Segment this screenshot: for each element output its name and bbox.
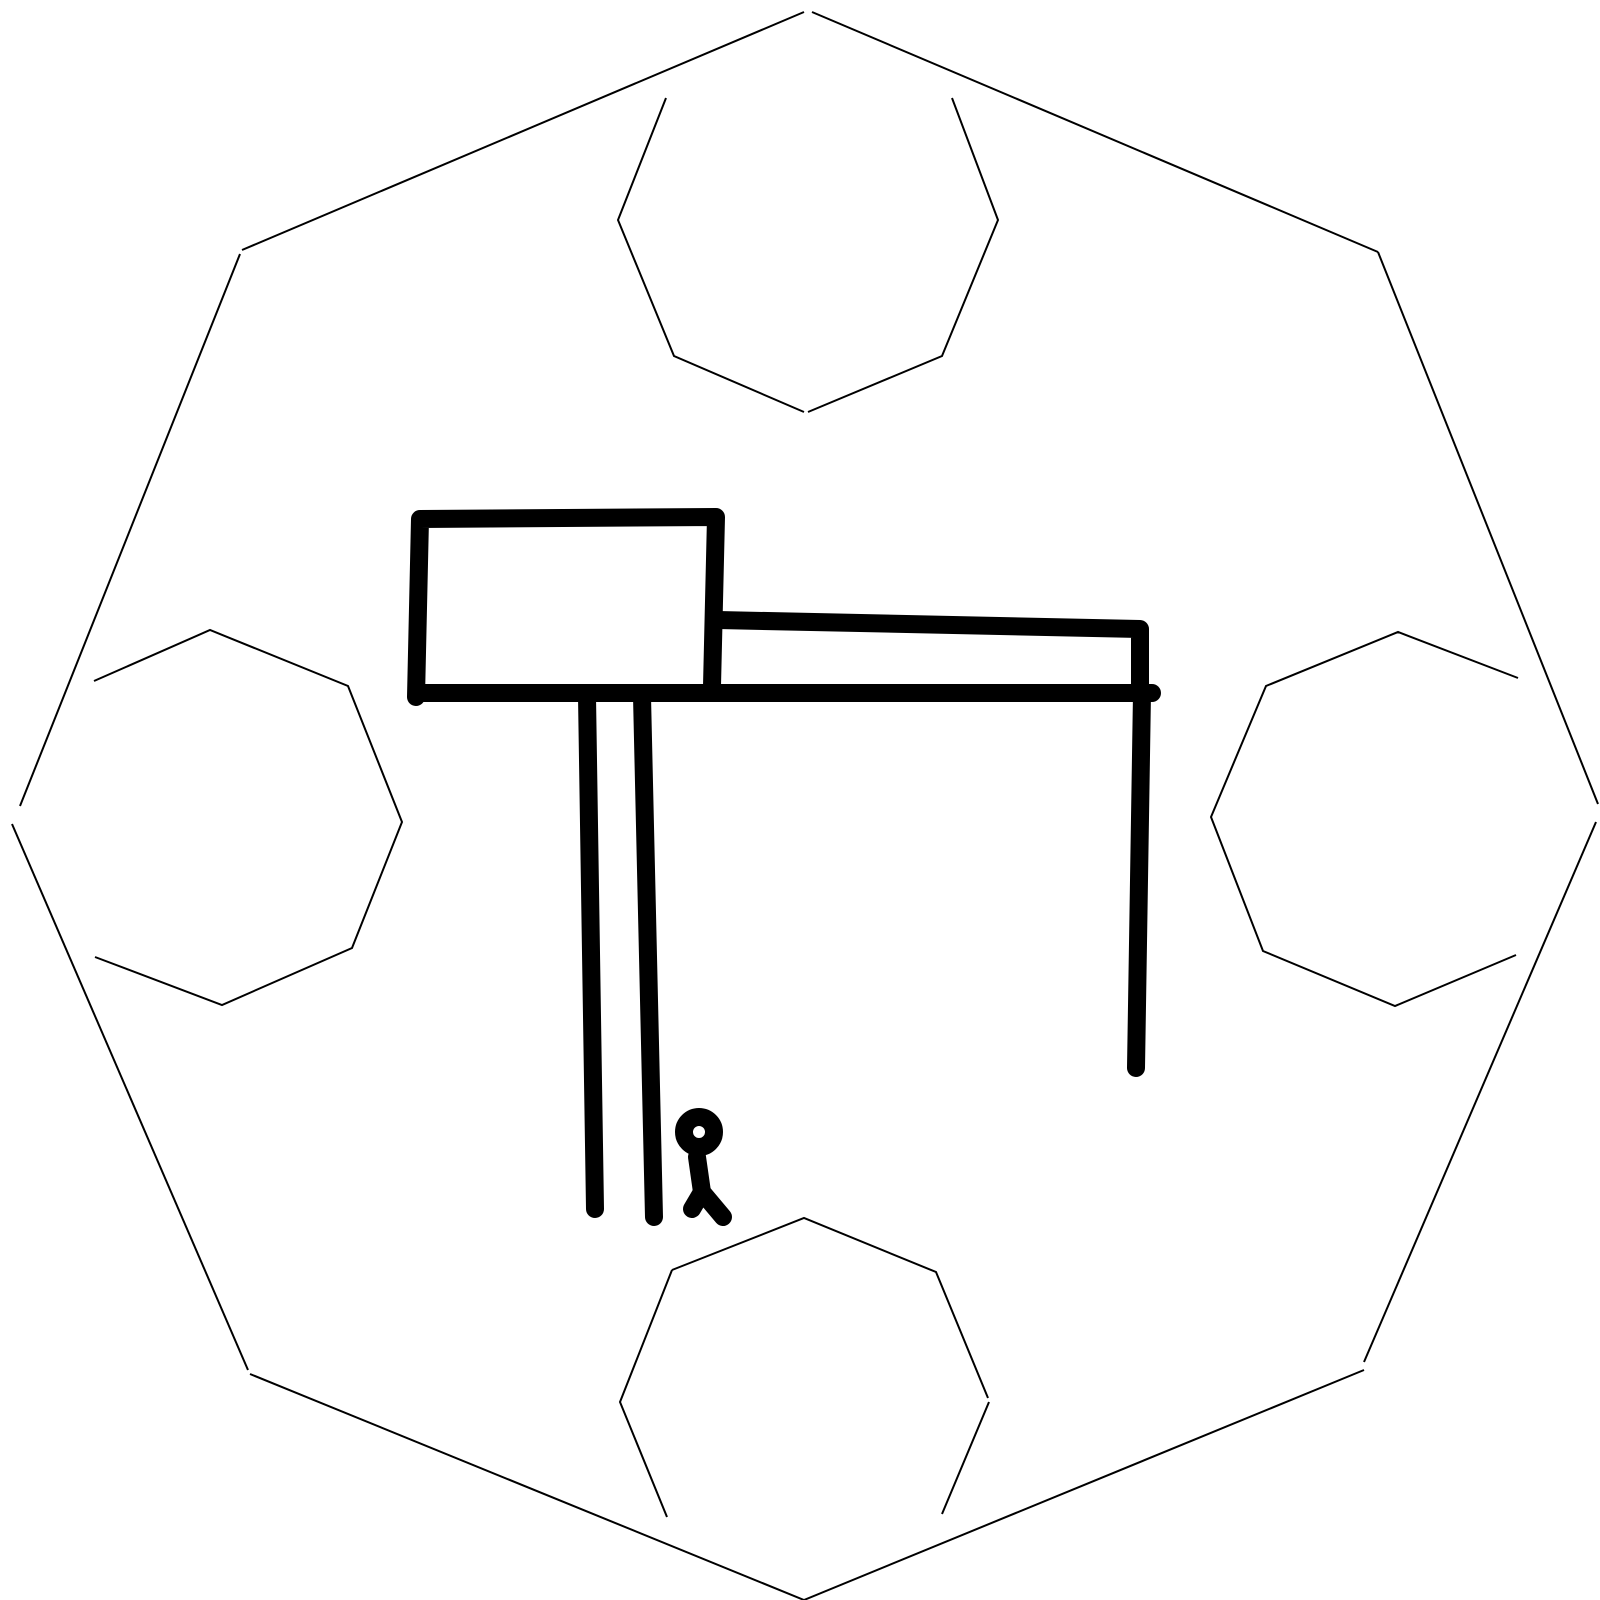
- upper-octagon: [616, 97, 1000, 413]
- stick-figure-head: [675, 1108, 723, 1156]
- outer-decagon-edge: [11, 823, 249, 1371]
- stick-figure-legs: [683, 1183, 732, 1226]
- outer-decagon: [11, 11, 1599, 1600]
- frame-structure: [407, 508, 1161, 1226]
- frame-left-post: [578, 687, 604, 1218]
- outer-decagon-edge: [1363, 821, 1597, 1363]
- outer-decagon-edge: [1377, 251, 1599, 805]
- left-octagon: [93, 628, 404, 1007]
- outer-decagon-edge: [249, 1373, 805, 1600]
- right-octagon: [1209, 630, 1519, 1008]
- outer-decagon-edge: [811, 11, 1379, 253]
- frame-middle-post: [633, 687, 663, 1226]
- outer-decagon-edge: [19, 253, 241, 807]
- stick-figure: [675, 1108, 732, 1226]
- frame-upper-bar: [709, 611, 1149, 704]
- outer-decagon-edge: [241, 11, 805, 251]
- outer-decagon-edge: [803, 1369, 1365, 1600]
- lower-octagon: [618, 1216, 990, 1518]
- frame-top-box: [407, 508, 725, 706]
- frame-right-post: [1127, 684, 1151, 1077]
